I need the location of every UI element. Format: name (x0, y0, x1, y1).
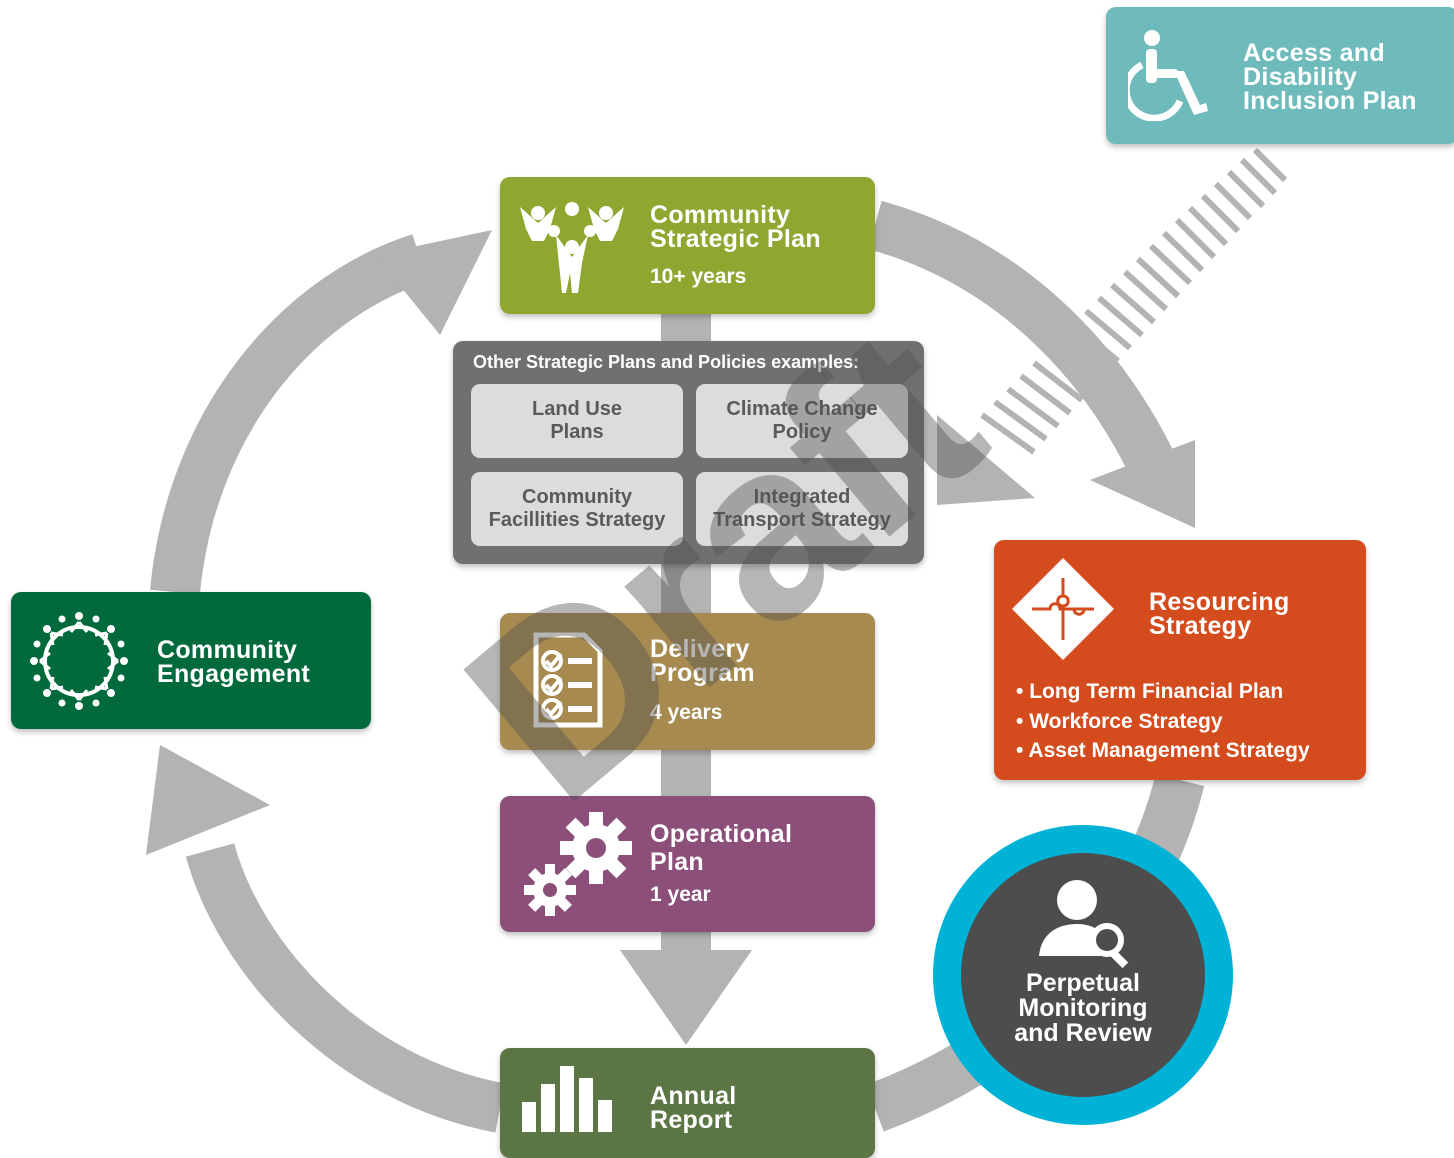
resourcing-bullet: Workforce Strategy (1016, 707, 1310, 737)
annual-title: Annual Report (650, 1082, 737, 1134)
osp-item-climate-change: Climate Change Policy (696, 384, 908, 458)
other-strategic-plans-panel: Other Strategic Plans and Policies examp… (453, 341, 924, 564)
osp-item-integrated-transport: Integrated Transport Strategy (696, 472, 908, 546)
annual-report-box: Annual Report (500, 1048, 875, 1158)
bar-chart-icon (522, 1066, 612, 1132)
perpetual-monitoring-circle: Perpetual Monitoring and Review (933, 825, 1233, 1125)
delivery-duration: 4 years (650, 701, 723, 724)
operational-duration: 1 year (650, 883, 711, 906)
engagement-title: Community Engagement (157, 636, 311, 688)
operational-plan-box: Operational Plan 1 year (500, 796, 875, 932)
arc-annual-to-engagement (185, 843, 505, 1133)
wheelchair-icon (1128, 30, 1208, 121)
arrowhead-to-csp (375, 230, 492, 335)
community-circle-icon (30, 612, 128, 710)
delivery-title: Delivery Program (650, 635, 755, 687)
resourcing-bullet: Asset Management Strategy (1016, 736, 1309, 766)
arrowhead-spine (620, 950, 752, 1045)
arc-csp-to-resourcing (868, 200, 1173, 472)
arrowhead-to-resourcing (1090, 440, 1195, 528)
csp-duration: 10+ years (650, 265, 747, 288)
community-engagement-box: Community Engagement (11, 592, 371, 729)
adip-title: Access and Disability Inclusion Plan (1243, 39, 1417, 115)
checklist-icon (533, 632, 603, 728)
resourcing-bullet: Long Term Financial Plan (1016, 677, 1310, 707)
access-disability-inclusion-plan-box: Access and Disability Inclusion Plan (1106, 7, 1454, 144)
person-search-icon (1039, 880, 1129, 968)
gears-icon (524, 812, 632, 916)
arrowhead-to-engagement (146, 745, 270, 855)
perpetual-monitoring-core: Perpetual Monitoring and Review (961, 853, 1205, 1097)
csp-title: Community Strategic Plan (650, 201, 821, 253)
resourcing-bullet-list: Long Term Financial Plan Workforce Strat… (1016, 677, 1310, 766)
arc-engagement-to-csp (150, 234, 429, 595)
osp-item-land-use: Land Use Plans (471, 384, 683, 458)
delivery-program-box: Delivery Program 4 years (500, 613, 875, 750)
arrowhead-to-osp (937, 415, 1035, 505)
operational-title: Operational Plan (650, 820, 793, 876)
osp-item-community-facilities: Community Facillities Strategy (471, 472, 683, 546)
resourcing-strategy-box: Resourcing Strategy Long Term Financial … (994, 540, 1366, 780)
puzzle-icon (1012, 558, 1114, 660)
people-group-icon (520, 202, 624, 293)
resourcing-title: Resourcing Strategy (1149, 588, 1290, 640)
hatched-arrow (980, 147, 1288, 455)
community-strategic-plan-box: Community Strategic Plan 10+ years (500, 177, 875, 314)
osp-heading: Other Strategic Plans and Policies examp… (473, 352, 860, 372)
monitoring-title: Perpetual Monitoring and Review (1014, 969, 1152, 1047)
